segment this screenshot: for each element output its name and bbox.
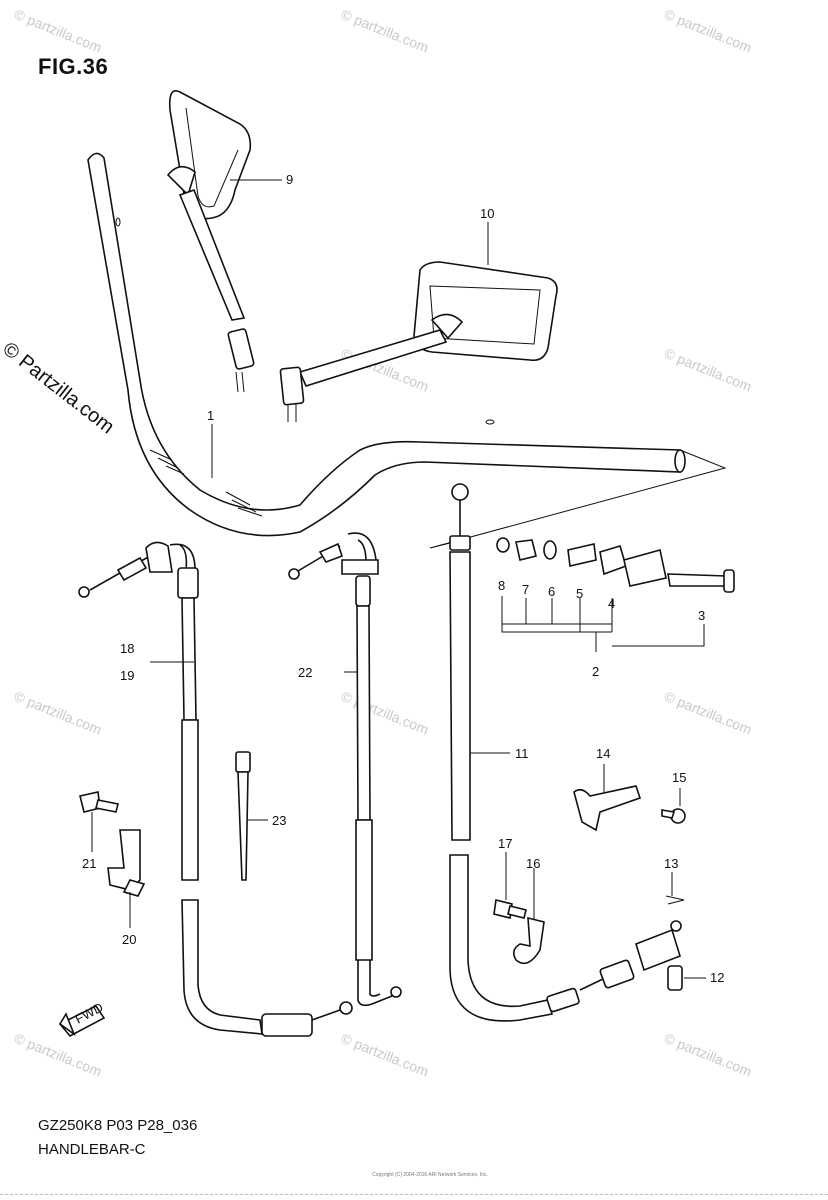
callout-6: 6	[548, 584, 555, 599]
callout-3: 3	[698, 608, 705, 623]
callout-4: 4	[608, 596, 615, 611]
callout-14: 14	[596, 746, 610, 761]
diagram-code: GZ250K8 P03 P28_036	[38, 1117, 198, 1134]
clamp-bracket[interactable]	[107, 829, 146, 897]
mirror-left[interactable]	[166, 90, 255, 393]
callout-10: 10	[480, 206, 494, 221]
callout-labels: 9 10 1 8 7 6 5 4 3 2 18 19 22 11 14 15 2…	[82, 172, 724, 985]
callout-9: 9	[286, 172, 293, 187]
callout-12: 12	[710, 970, 724, 985]
bottom-divider	[0, 1194, 828, 1195]
figure-title: FIG.36	[38, 54, 109, 79]
clutch-cable[interactable]	[449, 483, 682, 1022]
callout-19: 19	[120, 668, 134, 683]
screw-15[interactable]	[661, 808, 686, 824]
bolt-21[interactable]	[79, 791, 119, 813]
bolt-17[interactable]	[493, 899, 527, 919]
callout-5: 5	[576, 586, 583, 601]
callout-18: 18	[120, 641, 134, 656]
callout-11: 11	[515, 746, 529, 761]
callout-13: 13	[664, 856, 678, 871]
callout-8: 8	[498, 578, 505, 593]
leader-lines	[91, 179, 706, 979]
callout-17: 17	[498, 836, 512, 851]
callout-1: 1	[207, 408, 214, 423]
callout-7: 7	[522, 582, 529, 597]
callout-20: 20	[122, 932, 136, 947]
footer-copyright: Copyright (C) 2004-2016 ARI Network Serv…	[372, 1172, 488, 1178]
callout-23: 23	[272, 813, 286, 828]
mirror-right[interactable]	[279, 261, 558, 422]
return-cable[interactable]	[288, 532, 402, 1007]
bar-end-weight-assembly[interactable]	[496, 537, 735, 593]
bracket-14[interactable]	[573, 785, 642, 832]
callout-21: 21	[82, 856, 96, 871]
cotter-pin-13[interactable]	[665, 895, 685, 905]
cable-tie[interactable]	[235, 751, 251, 881]
clamp-16[interactable]	[512, 916, 545, 965]
diagram-caption: HANDLEBAR-C	[38, 1141, 146, 1158]
callout-2: 2	[592, 664, 599, 679]
callout-15: 15	[672, 770, 686, 785]
throttle-cable[interactable]	[78, 541, 353, 1037]
callout-22: 22	[298, 665, 312, 680]
fwd-arrow: FWD	[58, 1000, 106, 1038]
callout-16: 16	[526, 856, 540, 871]
pin-12[interactable]	[667, 965, 683, 991]
